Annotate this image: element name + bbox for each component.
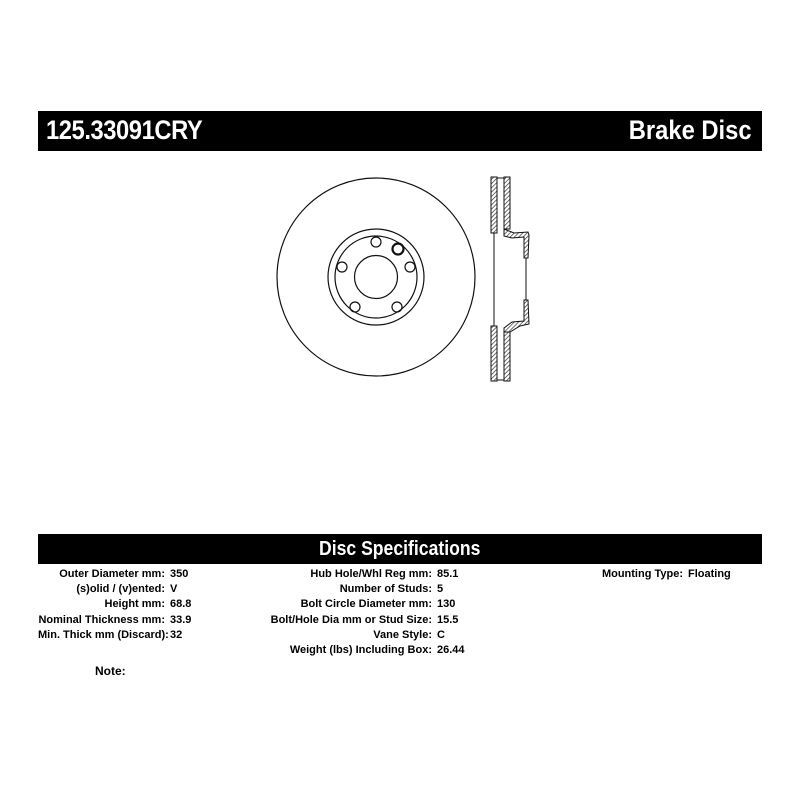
note: Note:	[95, 664, 126, 678]
spec-column-3: Mounting Type: Floating	[560, 567, 731, 582]
spec-label: Outer Diameter mm:	[59, 568, 165, 580]
spec-row-vane-style: Vane Style: C	[262, 628, 465, 643]
spec-row-bolt-hole-dia: Bolt/Hole Dia mm or Stud Size: 15.5	[262, 613, 465, 628]
spec-column-2: Hub Hole/Whl Reg mm: 85.1 Number of Stud…	[262, 567, 465, 658]
spec-label: Min. Thick mm (Discard):	[38, 628, 169, 641]
spec-title: Disc Specifications	[319, 538, 481, 560]
brake-disc-side-profile	[490, 176, 530, 382]
spec-label: Weight (lbs) Including Box:	[289, 644, 432, 657]
spec-label: (s)olid / (v)ented:	[76, 583, 165, 596]
spec-section-header: Disc Specifications	[38, 534, 762, 564]
spec-value: 32	[170, 628, 183, 641]
spec-label: Bolt/Hole Dia mm or Stud Size:	[270, 613, 432, 626]
spec-label: Vane Style:	[373, 628, 432, 641]
spec-row-outer-diameter: Outer Diameter mm: 350	[38, 567, 191, 582]
spec-row-bolt-circle: Bolt Circle Diameter mm: 130	[262, 597, 465, 612]
spec-row-weight: Weight (lbs) Including Box: 26.44	[262, 643, 465, 658]
spec-value: V	[170, 583, 178, 596]
spec-label: Number of Studs:	[339, 583, 432, 596]
product-type: Brake Disc	[629, 115, 752, 145]
spec-column-1: Outer Diameter mm: 350 (s)olid / (v)ente…	[38, 567, 191, 643]
spec-value: 33.9	[170, 613, 192, 626]
spec-label: Mounting Type:	[601, 568, 683, 580]
spec-row-hub-hole: Hub Hole/Whl Reg mm: 85.1	[262, 567, 465, 582]
brake-disc-drawing	[276, 176, 530, 382]
spec-row-number-of-studs: Number of Studs: 5	[262, 582, 465, 597]
spec-value: C	[437, 628, 445, 641]
spec-value: 85.1	[437, 568, 459, 580]
spec-row-mounting-type: Mounting Type: Floating	[560, 567, 731, 582]
note-label: Note:	[95, 664, 126, 678]
spec-value: 5	[437, 583, 444, 596]
part-number: 125.33091CRY	[46, 115, 203, 145]
spec-value: 26.44	[437, 644, 465, 657]
spec-label: Height mm:	[104, 598, 166, 611]
title-bar: 125.33091CRY Brake Disc	[38, 111, 762, 151]
spec-row-height: Height mm: 68.8	[38, 597, 192, 612]
spec-row-solid-vented: (s)olid / (v)ented: V	[38, 582, 191, 597]
brake-disc-front-view	[276, 177, 476, 377]
spec-value: Floating	[688, 568, 731, 580]
spec-row-min-thickness: Min. Thick mm (Discard): 32	[38, 628, 191, 643]
spec-label: Bolt Circle Diameter mm:	[300, 598, 432, 611]
spec-value: 68.8	[170, 598, 192, 611]
spec-label: Nominal Thickness mm:	[38, 613, 165, 626]
spec-label: Hub Hole/Whl Reg mm:	[310, 568, 432, 580]
spec-value: 15.5	[437, 613, 459, 626]
spec-value: 130	[437, 598, 456, 611]
spec-value: 350	[170, 568, 189, 580]
spec-row-nominal-thickness: Nominal Thickness mm: 33.9	[38, 613, 191, 628]
